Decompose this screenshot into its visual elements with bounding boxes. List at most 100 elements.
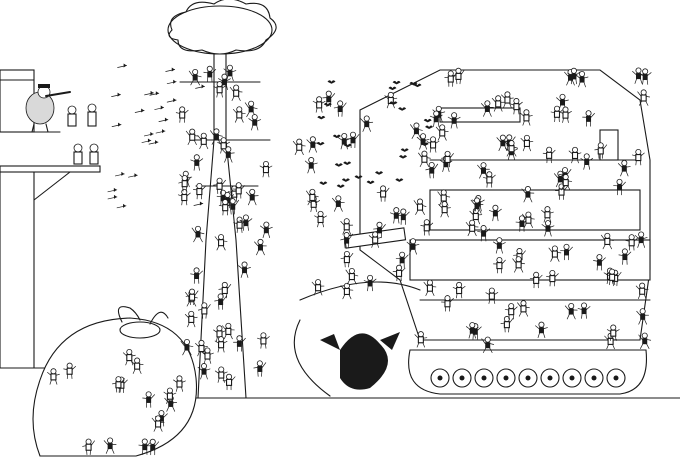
tiny-person-figure [185, 128, 199, 145]
tiny-person-figure [322, 90, 336, 108]
bat-icon [334, 163, 343, 167]
tiny-person-figure [112, 376, 125, 393]
tiny-person-figure [414, 331, 428, 348]
arrow-icon [107, 194, 118, 200]
tree-canopy-cloud [167, 5, 273, 55]
tiny-person-figure [529, 271, 543, 289]
tiny-person-figure [638, 68, 652, 85]
tiny-person-figure [406, 238, 420, 255]
war-machine [359, 69, 651, 341]
tiny-person-figure [559, 174, 573, 191]
tiny-person-figure [580, 153, 594, 170]
tiny-person-figure [575, 70, 589, 88]
tiny-person-figure [253, 360, 267, 377]
track-wheel [452, 368, 472, 388]
tiny-person-figure [210, 128, 223, 145]
tiny-person-figure [482, 171, 496, 188]
balcony-soldiers [67, 103, 99, 165]
tiny-person-figure [493, 257, 506, 274]
tiny-person-figure [218, 199, 232, 216]
tiny-person-figure [180, 338, 194, 356]
tiny-person-figure [173, 375, 186, 392]
arrow-icon [144, 90, 154, 96]
tiny-person-figure [520, 134, 534, 152]
bat-icon [409, 81, 418, 86]
tiny-person-figure [477, 225, 490, 242]
bat-icon [336, 184, 345, 188]
tiny-person-figure [197, 363, 211, 380]
tiny-person-figure [550, 105, 564, 123]
tiny-person-figure [304, 157, 318, 174]
bat-icon [316, 142, 325, 146]
tiny-person-figure [493, 237, 506, 254]
tiny-person-figure [535, 321, 548, 338]
tiny-person-figure [504, 303, 518, 320]
tiny-person-figure [423, 279, 437, 296]
tiny-person-figure [232, 106, 246, 123]
bat-icon [327, 80, 336, 84]
tiny-person-figure [213, 177, 226, 195]
bat-icon [425, 125, 434, 129]
bat-icon [399, 155, 408, 159]
bat-icon [375, 171, 384, 175]
tiny-person-figure [634, 231, 648, 248]
tiny-person-figure [238, 261, 251, 278]
tiny-person-figure [631, 148, 645, 166]
tiny-person-figure [248, 114, 262, 131]
tiny-person-figure [635, 282, 649, 299]
arrow-icon [148, 140, 159, 145]
tiny-person-figure [292, 138, 306, 156]
tiny-person-figure [163, 387, 177, 404]
tiny-person-figure [444, 70, 458, 87]
bat-icon [400, 148, 409, 152]
tiny-person-figure [82, 438, 95, 455]
tiny-person-figure [465, 322, 479, 339]
tiny-person-figure [447, 112, 461, 129]
tiny-person-figure [510, 98, 523, 115]
tiny-person-figure [396, 208, 410, 225]
tiny-person-figure [426, 136, 440, 153]
arrow-icon [166, 98, 177, 103]
bat-icon [317, 115, 326, 120]
tiny-person-figure [197, 302, 211, 319]
tiny-person-figure [420, 219, 434, 236]
tiny-person-figure [559, 106, 572, 123]
arrow-icon [149, 91, 160, 96]
tiny-person-figure [491, 95, 505, 112]
rifleman-figure [25, 84, 71, 133]
tiny-person-figure [142, 391, 155, 408]
tiny-person-figure [441, 150, 454, 168]
tiny-person-figure [178, 175, 192, 192]
tiny-person-figure [605, 268, 619, 286]
tiny-person-figure [151, 415, 165, 432]
tiny-person-figure [214, 234, 228, 251]
track-wheel [584, 368, 604, 388]
track-wheel [562, 368, 582, 388]
arrow-icon [195, 84, 205, 89]
arrow-icon [166, 79, 177, 85]
tiny-person-figure [185, 288, 199, 306]
tiny-person-figure [306, 136, 320, 153]
tiny-person-figure [257, 332, 270, 349]
tiny-person-figure [363, 274, 377, 292]
bat-icon [413, 83, 422, 88]
tiny-person-figure [191, 225, 205, 243]
tiny-person-figure [221, 322, 235, 340]
tiny-person-figure [577, 302, 591, 319]
tiny-person-figure [312, 96, 326, 113]
tiny-person-figure [103, 437, 117, 454]
tiny-person-figure [175, 106, 189, 123]
tiny-person-figure [122, 348, 136, 366]
tiny-person-figure [138, 438, 152, 455]
pegasus-figure [117, 306, 169, 339]
tiny-person-figure [197, 132, 211, 150]
tiny-person-figure [333, 100, 347, 117]
tiny-person-figure [376, 185, 390, 202]
tiny-person-figure [594, 142, 608, 159]
tiny-person-figure [332, 195, 345, 212]
tiny-person-figure [226, 198, 240, 215]
tiny-person-figure [435, 124, 449, 141]
tiny-person-figure [259, 160, 273, 178]
tiny-person-figure [346, 131, 360, 149]
tiny-person-figure [489, 204, 502, 222]
